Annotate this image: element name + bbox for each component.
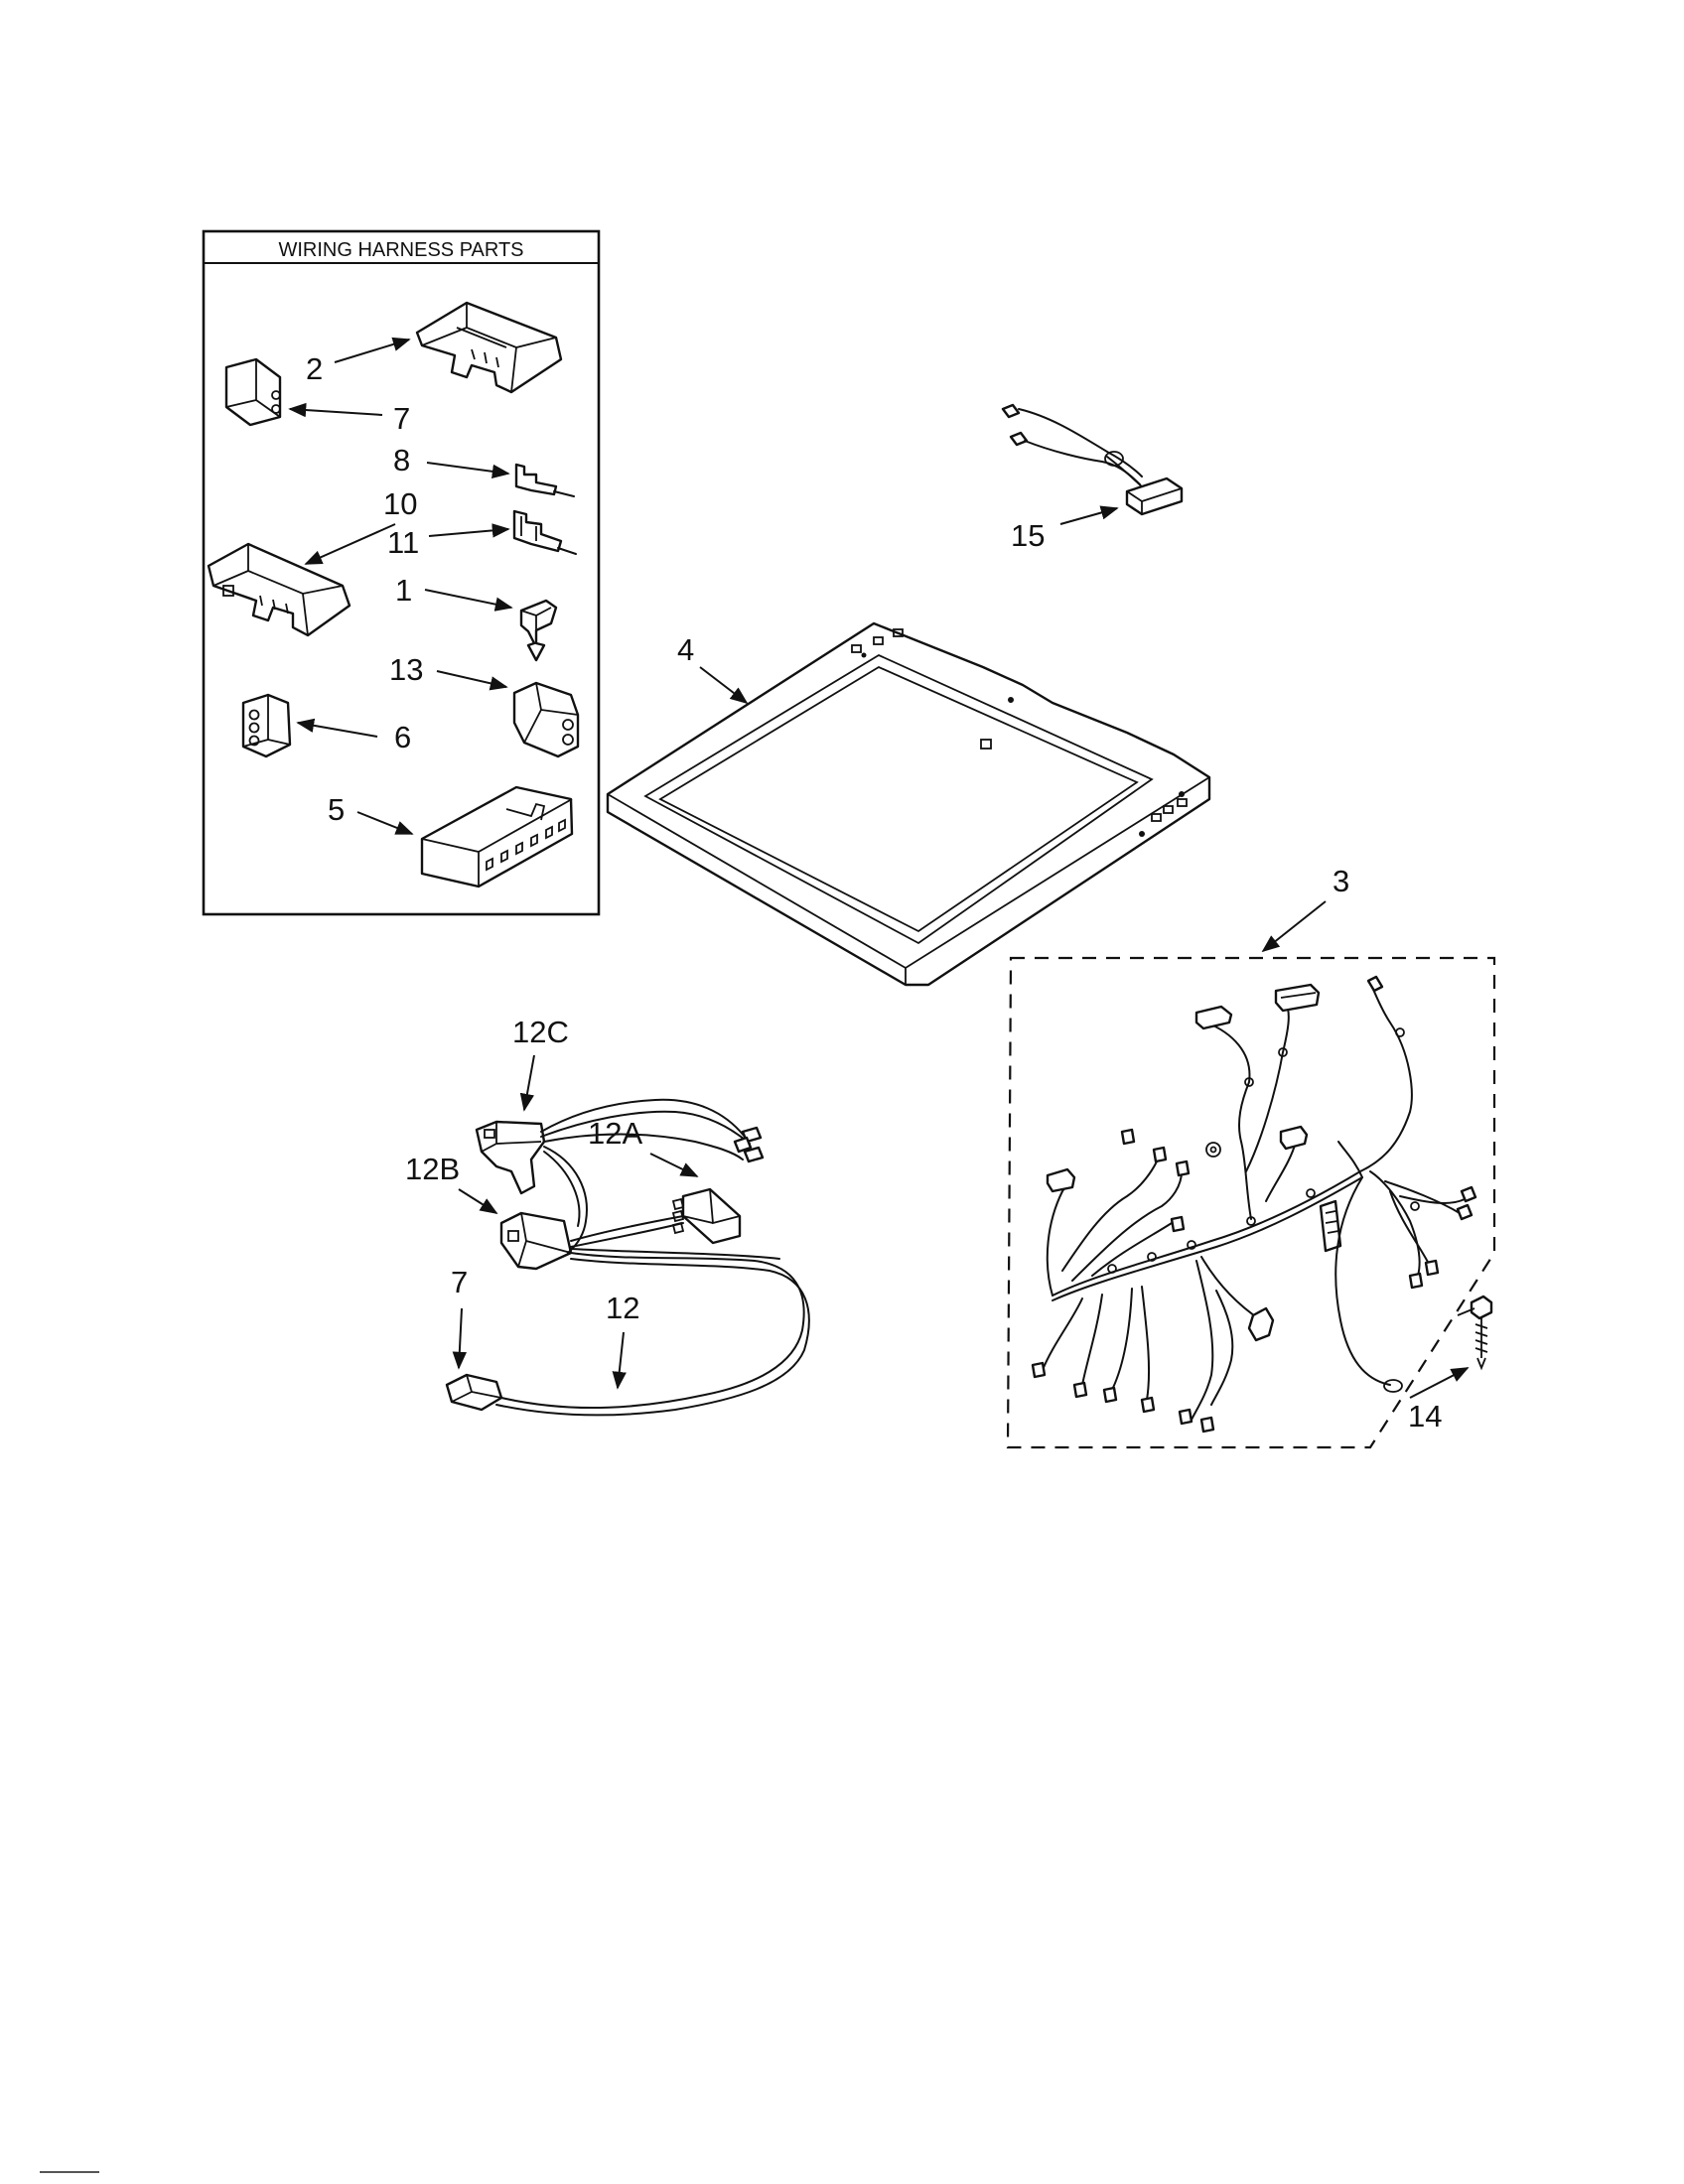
callout-7b: 7 bbox=[451, 1265, 468, 1370]
callout-label-12c: 12C bbox=[512, 1015, 569, 1049]
part-3-main-harness-area bbox=[1006, 956, 1496, 1449]
part-12b-connector bbox=[499, 1211, 573, 1271]
part-5-multi-pin-connector bbox=[420, 785, 574, 888]
callout-label-13: 13 bbox=[389, 652, 423, 687]
callout-12c: 12C bbox=[512, 1015, 569, 1112]
callout-6: 6 bbox=[296, 718, 411, 754]
part-15-switch-harness bbox=[1001, 403, 1184, 516]
part-7-end-connector bbox=[445, 1373, 503, 1412]
part-1-clip bbox=[519, 599, 558, 662]
part-14-ground-screw bbox=[1457, 1295, 1493, 1371]
part-6-three-pin-connector bbox=[241, 693, 292, 758]
callout-3: 3 bbox=[1261, 864, 1349, 953]
callout-7a: 7 bbox=[288, 401, 410, 436]
callout-label-5: 5 bbox=[328, 792, 345, 827]
callout-label-1: 1 bbox=[395, 573, 412, 608]
callout-label-14: 14 bbox=[1408, 1399, 1442, 1433]
callout-5: 5 bbox=[328, 792, 414, 835]
callout-10: 10 bbox=[304, 486, 417, 565]
callout-label-15: 15 bbox=[1011, 518, 1045, 553]
callout-label-4: 4 bbox=[677, 632, 694, 667]
callout-15: 15 bbox=[1011, 505, 1119, 553]
callout-label-6: 6 bbox=[394, 720, 411, 754]
part-12a-connector bbox=[671, 1187, 742, 1245]
callout-label-7b: 7 bbox=[451, 1265, 468, 1299]
callout-13: 13 bbox=[389, 652, 508, 691]
callout-label-11: 11 bbox=[387, 525, 419, 560]
callout-label-8: 8 bbox=[393, 443, 410, 478]
part-12-wire-harness-group bbox=[445, 1098, 810, 1417]
callout-label-12b: 12B bbox=[405, 1152, 460, 1186]
callout-4: 4 bbox=[677, 632, 749, 705]
callout-12b: 12B bbox=[405, 1152, 498, 1214]
callout-label-7a: 7 bbox=[393, 401, 410, 436]
callout-2: 2 bbox=[306, 337, 411, 386]
part-11-terminal bbox=[512, 509, 577, 555]
wiring-harness-parts-box: WIRING HARNESS PARTS 2 7 8 bbox=[202, 229, 601, 916]
callout-12a: 12A bbox=[588, 1116, 699, 1177]
part-12c-connector bbox=[475, 1120, 546, 1195]
callout-1: 1 bbox=[395, 573, 513, 612]
callout-14: 14 bbox=[1408, 1367, 1470, 1433]
part-13-connector bbox=[512, 681, 580, 758]
part-8-terminal bbox=[514, 463, 575, 497]
part-10-connector-housing bbox=[207, 542, 351, 637]
callout-label-10: 10 bbox=[383, 486, 417, 521]
callout-label-3: 3 bbox=[1333, 864, 1349, 898]
callout-label-12a: 12A bbox=[588, 1116, 642, 1151]
callout-label-2: 2 bbox=[306, 351, 323, 386]
kit-box-title: WIRING HARNESS PARTS bbox=[278, 239, 523, 261]
callout-11: 11 bbox=[387, 523, 510, 560]
part-3-main-wiring-harness bbox=[1031, 975, 1477, 1433]
part-2-connector-housing bbox=[415, 301, 563, 394]
callout-label-12: 12 bbox=[606, 1291, 639, 1325]
callout-8: 8 bbox=[393, 443, 510, 478]
part-4-top-panel bbox=[606, 621, 1211, 987]
part-7-two-pin-connector bbox=[224, 357, 282, 427]
callout-12: 12 bbox=[606, 1291, 639, 1390]
